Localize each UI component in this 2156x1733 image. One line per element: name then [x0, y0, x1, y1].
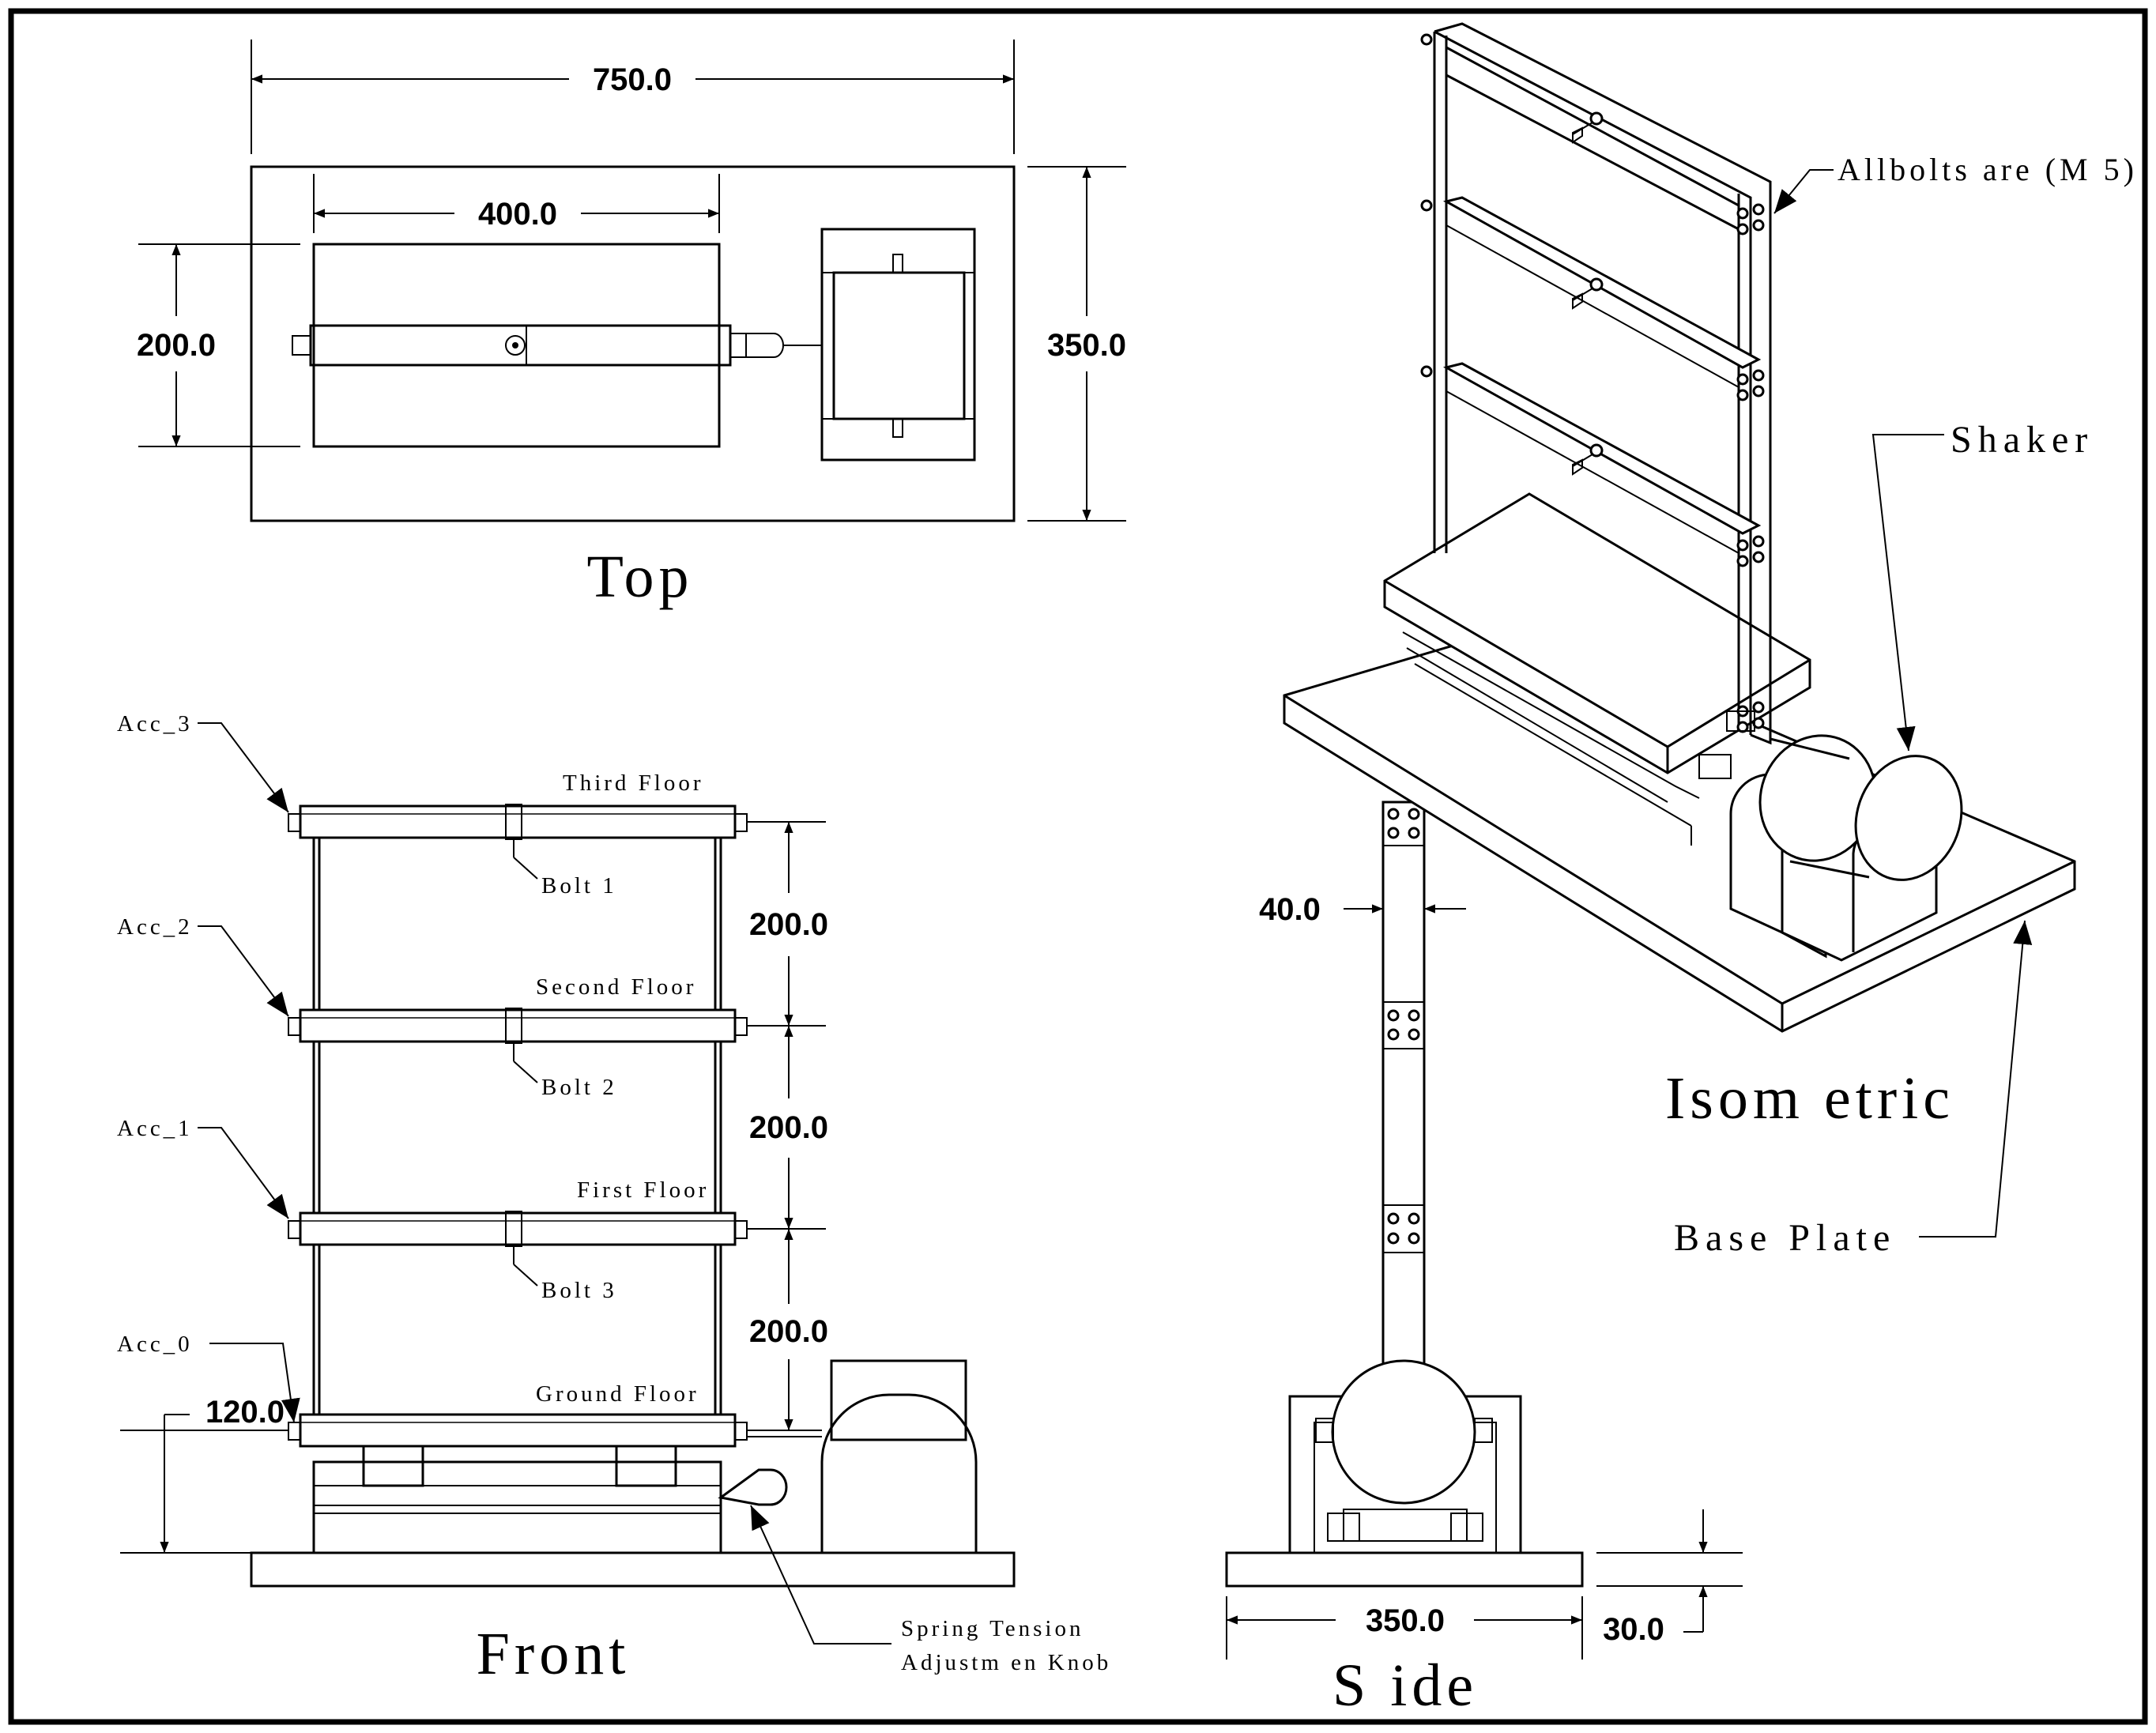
side-bolt-icons: [1387, 808, 1420, 1245]
iso-slide-table: [1383, 492, 1811, 774]
top-bolt-icon: [505, 335, 526, 356]
top-shaker-frame: [820, 228, 976, 462]
dim-350-side: 350.0: [1366, 1603, 1445, 1638]
label-acc-3: Acc_3: [117, 711, 193, 737]
label-acc-1: Acc_1: [117, 1116, 193, 1141]
view-title-front: Front: [477, 1621, 631, 1687]
iso-bolt-icons: [1420, 33, 1765, 733]
dim-30: 30.0: [1603, 1612, 1664, 1647]
view-title-side: S ide: [1332, 1652, 1478, 1719]
dim-200-top: 200.0: [137, 328, 216, 363]
front-view: 200.0 200.0 200.0 120.0 Acc_3 Acc_2 Acc_…: [117, 711, 1111, 1687]
top-floor-beam: [309, 324, 732, 367]
dim-120: 120.0: [205, 1395, 285, 1430]
iso-shaker: [1698, 710, 1963, 962]
front-shaker: [747, 1359, 978, 1553]
acc-1-leader: Acc_1: [117, 1116, 289, 1219]
label-acc-0: Acc_0: [117, 1332, 193, 1357]
side-column: [1381, 801, 1426, 1373]
dim-400: 400.0: [478, 197, 557, 232]
label-third-floor: Third Floor: [563, 770, 704, 796]
side-shaker-drum: [1331, 1359, 1476, 1505]
top-structure-outline: [312, 243, 721, 448]
front-base-plate: [250, 1551, 1016, 1588]
label-bolt-1: Bolt 1: [541, 873, 617, 899]
label-shaker: Shaker: [1951, 419, 2094, 461]
second-floor-beam: [288, 1008, 748, 1061]
label-acc-2: Acc_2: [117, 914, 193, 940]
acc-0-leader: Acc_0: [117, 1332, 300, 1423]
label-knob-line1: Spring Tension: [901, 1616, 1084, 1641]
base-plate-leader: [1919, 920, 2033, 1238]
isometric-view: Allbolts are (M 5) Shaker Base Plate Iso…: [1283, 22, 2138, 1259]
label-first-floor: First Floor: [577, 1177, 709, 1203]
bolts-note-leader: [1773, 169, 1834, 214]
acc-2-leader: Acc_2: [117, 914, 289, 1017]
label-ground-floor: Ground Floor: [536, 1381, 699, 1407]
view-title-isometric: Isom etric: [1665, 1065, 1954, 1132]
third-floor-beam: [288, 804, 748, 857]
spring-knob-icon: [718, 1468, 788, 1506]
side-view: 40.0 350.0 30.0 S ide: [1225, 801, 1743, 1719]
drawing-border: [8, 8, 2148, 1725]
top-base-plate: [250, 165, 1016, 522]
label-second-floor: Second Floor: [536, 974, 696, 1000]
dim-200-floor3: 200.0: [749, 907, 828, 942]
dim-750: 750.0: [593, 62, 672, 97]
dim-200-floor2: 200.0: [749, 1110, 828, 1145]
side-shaker: [1288, 1359, 1522, 1554]
shaker-leader: [1871, 434, 1944, 752]
view-title-top: Top: [586, 544, 693, 610]
side-base-plate: [1225, 1551, 1584, 1588]
top-view: 750.0 400.0 200.0 350.0 Top: [137, 40, 1126, 610]
label-bolts-note: Allbolts are (M 5): [1838, 152, 2138, 187]
label-bolt-2: Bolt 2: [541, 1075, 617, 1100]
acc-3-leader: Acc_3: [117, 711, 289, 813]
dim-200-floor1: 200.0: [749, 1314, 828, 1349]
dim-350-top: 350.0: [1047, 328, 1126, 363]
label-base-plate: Base Plate: [1674, 1217, 1896, 1259]
ground-floor-beam: [288, 1413, 748, 1448]
label-bolt-3: Bolt 3: [541, 1278, 617, 1303]
dim-40: 40.0: [1259, 892, 1321, 927]
iso-shaker-drum: [1854, 755, 1963, 881]
front-rail-block: [312, 1460, 722, 1554]
first-floor-beam: [288, 1211, 748, 1264]
label-knob-line2: Adjustm en Knob: [901, 1650, 1111, 1675]
